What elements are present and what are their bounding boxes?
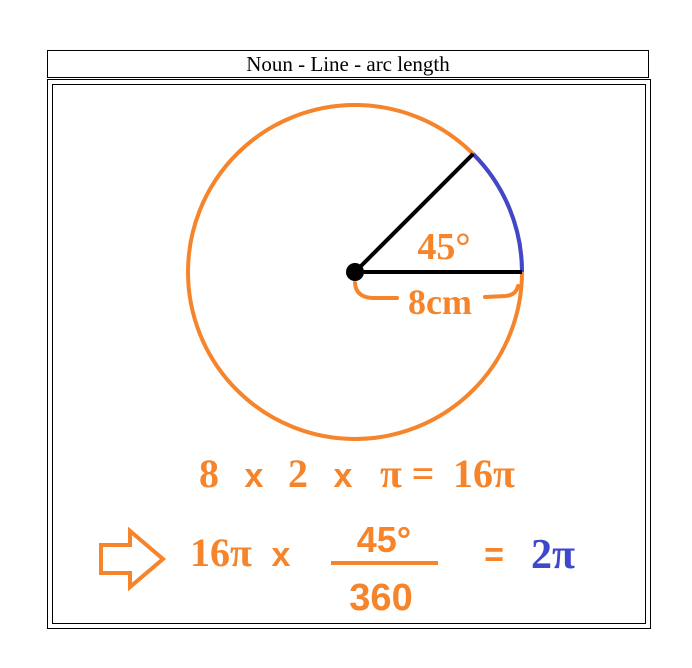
eq1-equals: =: [412, 451, 435, 496]
eq1-term-8: 8: [199, 451, 219, 496]
center-point: [346, 263, 364, 281]
eq1-times-1: x: [245, 457, 264, 495]
radius-brace-left: [353, 281, 399, 300]
eq1-term-2: 2: [288, 451, 308, 496]
diagram-title: Noun - Line - arc length: [47, 50, 649, 78]
eq2-equals: =: [484, 536, 504, 574]
radius-angled: [353, 152, 475, 274]
radius-label: 8cm: [408, 282, 472, 322]
diagram-frame: [47, 79, 651, 629]
radius-brace-right: [483, 284, 520, 299]
equation-arc-length: 16π x 45° 360 = 2π: [190, 519, 575, 619]
fraction-numerator: 45°: [357, 519, 411, 560]
equation-circumference: 8 x 2 x π = 16π: [199, 451, 515, 496]
diagram-frame-inner: [52, 84, 646, 624]
eq1-result: 16π: [453, 451, 515, 496]
eq2-result: 2π: [531, 532, 575, 578]
eq1-pi: π: [380, 451, 402, 496]
arrow-right-icon: [99, 526, 167, 592]
fraction-denominator: 360: [349, 577, 412, 619]
eq2-lhs: 16π: [190, 530, 252, 575]
angle-label: 45°: [417, 226, 470, 268]
highlighted-arc: [471, 152, 524, 273]
eq1-times-2: x: [334, 457, 353, 495]
eq2-times: x: [272, 536, 291, 574]
